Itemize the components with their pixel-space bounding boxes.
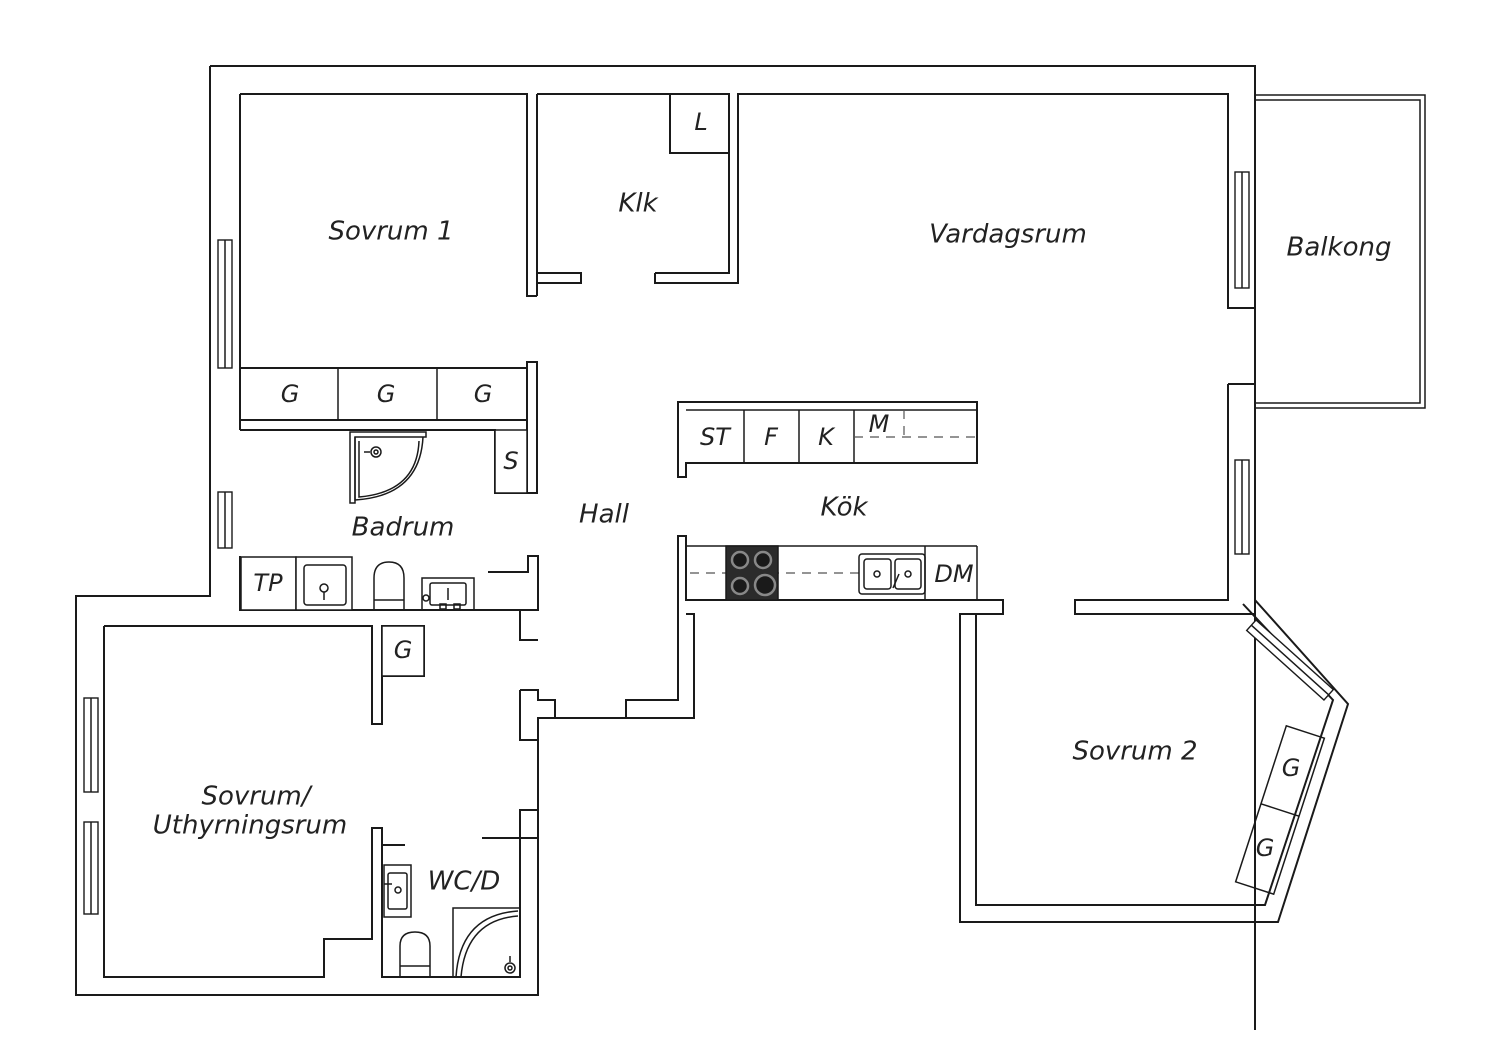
room-label-klk: Klk: [618, 189, 658, 219]
fixture-label-m: M: [869, 410, 890, 438]
fixture-label-dm: DM: [934, 560, 973, 588]
toilet-badrum: [373, 561, 405, 610]
window-sovrum2: [1245, 619, 1335, 701]
fixture-label-storage: S: [503, 447, 518, 475]
room-label-wc-d: WC/D: [428, 867, 501, 897]
outer-walls: [75, 65, 1350, 1030]
kitchen-lower-counter: [686, 545, 978, 601]
room-label-sovrum2: Sovrum 2: [1072, 737, 1197, 767]
fixture-label-wardrobe-1: G: [281, 380, 300, 408]
room-label-sovrum1: Sovrum 1: [328, 217, 453, 247]
fixture-label-wardrobe-sovrum2-1: G: [1282, 754, 1301, 782]
windows: [83, 171, 1335, 915]
storage-cabinet: [494, 429, 528, 494]
fixture-label-st: ST: [700, 423, 732, 451]
fixture-label-linen: L: [694, 108, 707, 136]
fixture-label-wardrobe-uthyrning: G: [394, 636, 413, 664]
washbasin-badrum: [421, 577, 475, 611]
fixture-label-dryer: TP: [253, 569, 283, 597]
room-label-sovrum-uthyrning-1: Sovrum/: [201, 782, 313, 812]
fixture-label-f: F: [764, 423, 779, 451]
fixture-label-wardrobe-sovrum2-2: G: [1256, 834, 1275, 862]
wardrobe-uthyrning: [381, 625, 425, 677]
fixture-label-k: K: [818, 423, 836, 451]
labels: Sovrum 1 Klk Vardagsrum Balkong Badrum H…: [153, 108, 1392, 897]
room-label-hall: Hall: [579, 500, 630, 530]
room-label-vardagsrum: Vardagsrum: [929, 220, 1087, 250]
kitchen-upper-cabinets: [686, 409, 977, 463]
room-label-kok: Kök: [820, 493, 868, 523]
fixture-label-wardrobe-3: G: [474, 380, 493, 408]
fixture-label-wardrobe-2: G: [377, 380, 396, 408]
fixtures: [240, 368, 1326, 978]
room-label-sovrum-uthyrning-2: Uthyrningsrum: [153, 811, 348, 841]
wardrobes-sovrum2: [1234, 724, 1326, 896]
washbasin-wc: [383, 864, 412, 918]
shower-badrum: [349, 431, 427, 504]
balcony: [1255, 94, 1426, 409]
inner-walls: [103, 93, 1335, 978]
room-label-balkong: Balkong: [1287, 233, 1392, 263]
toilet-wc: [399, 931, 431, 977]
kitchen-sink: [858, 553, 926, 595]
shower-wc: [452, 907, 520, 978]
room-label-badrum: Badrum: [352, 513, 455, 543]
